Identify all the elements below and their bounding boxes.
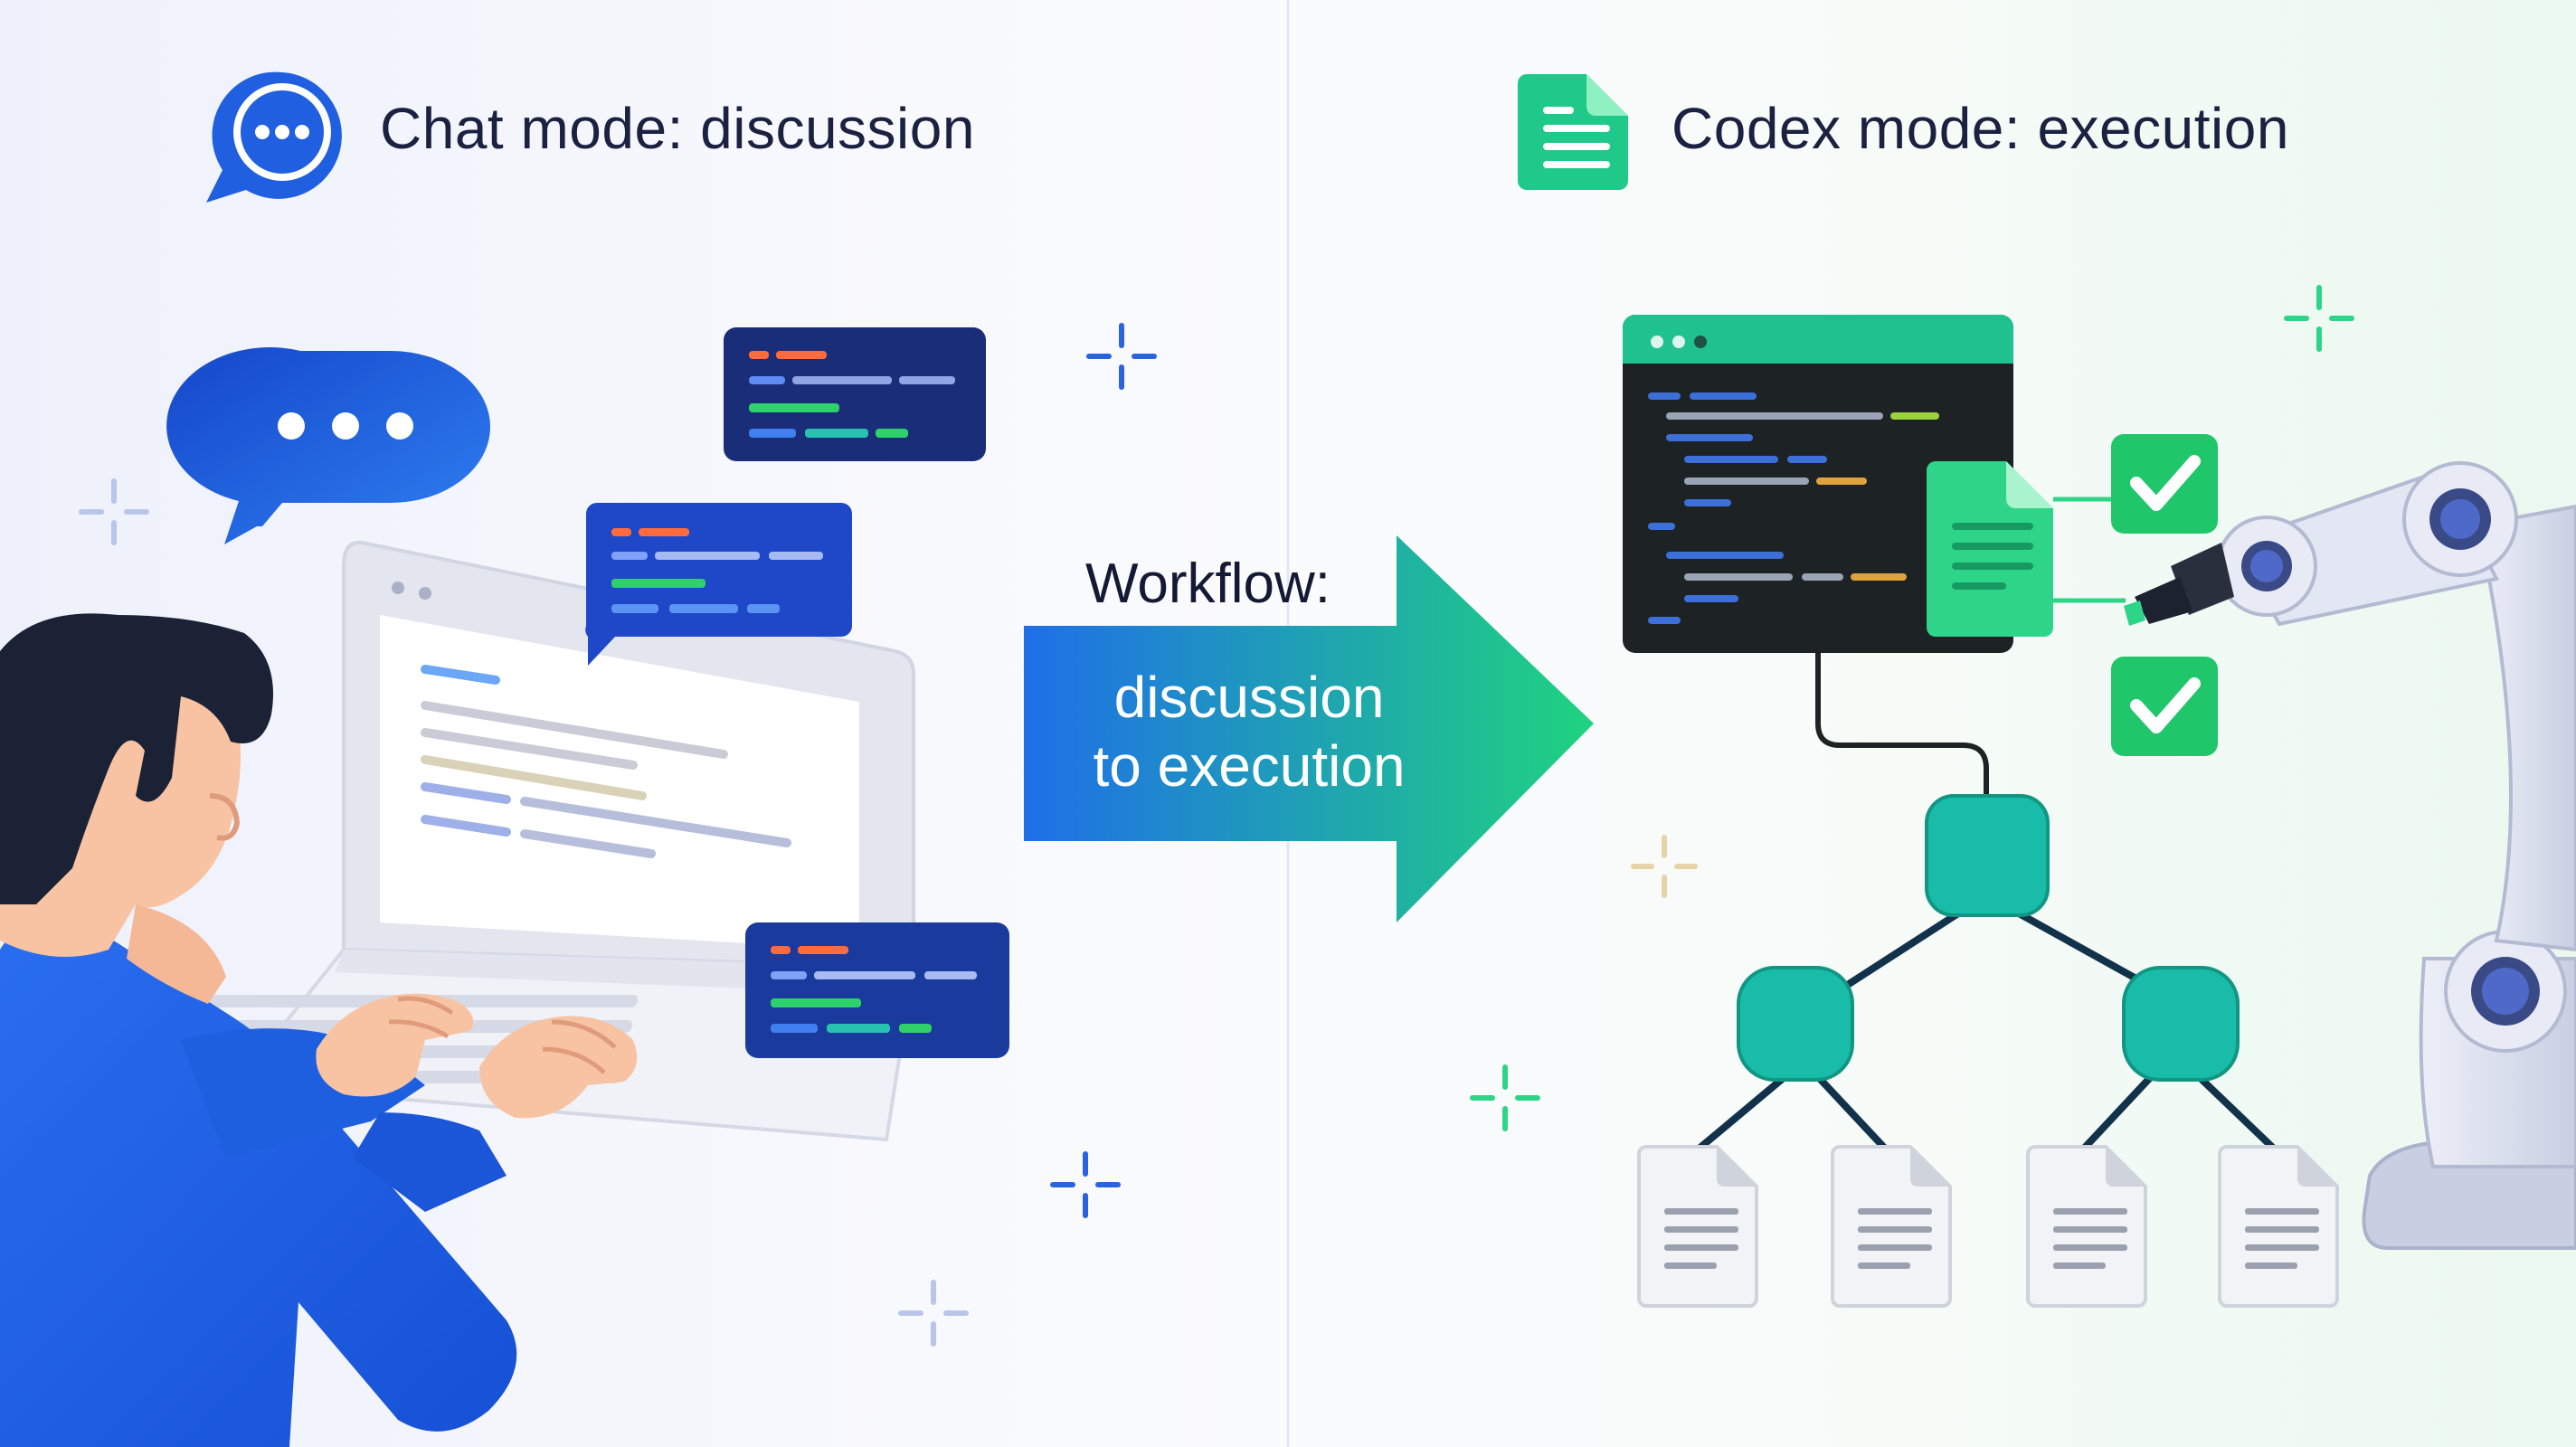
sparkle-icon xyxy=(898,1280,969,1347)
workflow-label: Workflow: xyxy=(1085,553,1331,615)
sparkle-icon xyxy=(1086,323,1157,390)
screen-text-lines xyxy=(421,665,791,858)
tree-node-right xyxy=(2122,966,2240,1082)
workflow-arrow-text-line-2: to execution xyxy=(1093,733,1406,799)
code-snippet-card-top xyxy=(724,327,986,461)
tree-node-left xyxy=(1737,966,1854,1082)
checkmark-icon xyxy=(2111,434,2218,534)
code-lines xyxy=(1648,392,1939,624)
chat-mode-heading: Chat mode: discussion xyxy=(380,96,975,161)
document-icon xyxy=(1518,74,1628,190)
chat-bubble-icon xyxy=(206,71,342,203)
workflow-arrow-text-line-1: discussion xyxy=(1113,665,1385,730)
document-icon xyxy=(2218,1145,2339,1308)
typing-speech-bubble xyxy=(166,347,490,544)
sparkle-icon xyxy=(2284,285,2354,352)
hand-right xyxy=(479,1016,638,1119)
task-tree xyxy=(1694,794,2278,1154)
window-to-tree-cable xyxy=(1815,653,1989,799)
document-icon xyxy=(1637,1145,1758,1308)
robot-arm xyxy=(2124,461,2576,1250)
person-typing xyxy=(0,613,638,1447)
code-editor-window xyxy=(1623,315,2013,653)
checkmark-icon xyxy=(2111,657,2218,756)
document-icon xyxy=(2026,1145,2147,1308)
code-snippet-card-middle xyxy=(585,503,852,666)
sparkle-icon xyxy=(1631,835,1698,898)
generated-file-icon xyxy=(1927,461,2053,637)
sparkle-icon xyxy=(1050,1151,1121,1218)
sparkle-icon xyxy=(1470,1064,1540,1131)
codex-mode-heading: Codex mode: execution xyxy=(1672,96,2289,161)
sparkle-icon xyxy=(79,478,149,545)
hand-left xyxy=(316,993,474,1097)
code-snippet-card-bottom xyxy=(745,922,1009,1058)
document-icon xyxy=(1831,1145,1952,1308)
workflow-arrow xyxy=(1024,535,1594,922)
tree-node-root xyxy=(1925,794,2050,917)
